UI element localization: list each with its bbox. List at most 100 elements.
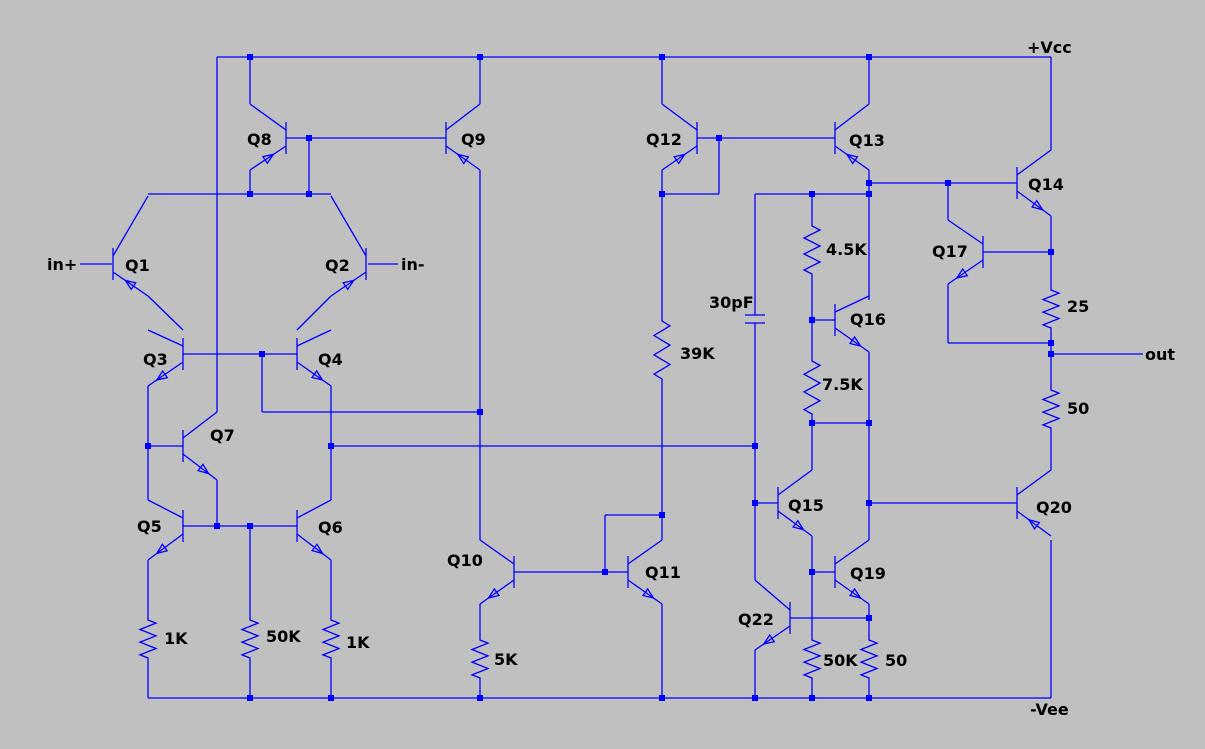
r-50-out — [1041, 384, 1061, 434]
junction-dot — [809, 695, 815, 701]
label-q11: Q11 — [645, 563, 681, 582]
label-in-minus: in- — [401, 255, 425, 274]
label-r-50k-left: 50K — [266, 627, 301, 646]
junction-dot — [809, 569, 815, 575]
q8-collector — [249, 103, 287, 131]
junction-dot — [247, 523, 253, 529]
junction-dot — [477, 695, 483, 701]
junction-dot — [809, 191, 815, 197]
junction-dot — [1048, 249, 1054, 255]
junction-dot — [602, 569, 608, 575]
q1-q3 — [147, 295, 184, 331]
junction-dot — [328, 443, 334, 449]
r-50k-right — [802, 634, 822, 684]
label-q5: Q5 — [137, 517, 162, 536]
q6-emitter — [296, 533, 332, 561]
junction-dot — [214, 523, 220, 529]
q8-emitter — [249, 145, 287, 171]
label-q6: Q6 — [318, 518, 343, 537]
r-39k — [652, 315, 672, 385]
junction-dot — [866, 500, 872, 506]
r-50k-left — [240, 614, 260, 664]
junction-dot — [659, 695, 665, 701]
r-4-5k — [802, 220, 822, 280]
junction-dot — [945, 180, 951, 186]
q9-arrow — [456, 153, 470, 165]
q2-collector — [330, 195, 367, 257]
q15-arrow — [791, 519, 805, 531]
junction-dot — [259, 351, 265, 357]
junction-dots — [145, 54, 1054, 701]
q12-collector — [661, 103, 698, 131]
label-q14: Q14 — [1028, 175, 1064, 194]
label-r-50: 50 — [885, 651, 907, 670]
q9-collector — [445, 103, 481, 131]
q13-collector — [834, 103, 870, 131]
junction-dot — [247, 54, 253, 60]
junction-dot — [477, 54, 483, 60]
q6-collector — [296, 499, 332, 519]
label-r-25: 25 — [1067, 297, 1089, 316]
junction-dot — [866, 191, 872, 197]
q22-collector — [754, 579, 791, 611]
q7-emitter — [182, 453, 218, 481]
component-labels: +Vcc -Vee in+ in- out Q1 Q2 Q3 Q4 Q5 Q6 … — [47, 38, 1175, 719]
junction-dot — [809, 420, 815, 426]
label-q15: Q15 — [788, 496, 824, 515]
q6-arrow — [311, 543, 324, 555]
q13-arrow — [845, 153, 859, 165]
q10-collector — [479, 539, 515, 565]
r-1k-left — [138, 614, 158, 664]
label-q13: Q13 — [849, 131, 885, 150]
q16-collector — [834, 295, 870, 313]
q14-arrow — [1030, 199, 1044, 211]
q3-collector — [147, 329, 184, 347]
q17-arrow — [955, 267, 969, 279]
q5-emitter — [147, 533, 184, 561]
q15-collector — [777, 469, 813, 496]
junction-dot — [477, 409, 483, 415]
junction-dot — [659, 512, 665, 518]
q3-arrow — [155, 369, 169, 381]
label-q1: Q1 — [125, 256, 150, 275]
label-out: out — [1145, 345, 1175, 364]
q5-collector — [147, 499, 184, 519]
label-q4: Q4 — [318, 350, 343, 369]
label-q2: Q2 — [325, 256, 350, 275]
label-r-1k-left: 1K — [164, 629, 188, 648]
label-in-plus: in+ — [47, 255, 77, 274]
q16-arrow — [848, 335, 862, 348]
label-q20: Q20 — [1036, 498, 1072, 517]
label-q17: Q17 — [932, 242, 968, 261]
junction-dot — [1048, 340, 1054, 346]
label-q10: Q10 — [447, 551, 483, 570]
junction-dot — [866, 54, 872, 60]
label-q8: Q8 — [247, 130, 272, 149]
label-r-39k: 39K — [680, 344, 715, 363]
label-q19: Q19 — [850, 564, 886, 583]
q19-arrow — [848, 587, 862, 600]
junction-dot — [247, 191, 253, 197]
junction-dot — [1048, 351, 1054, 357]
junction-dot — [328, 695, 334, 701]
r-1k-right — [321, 614, 341, 664]
q9-emitter — [445, 145, 481, 171]
q12-emitter — [661, 145, 698, 171]
label-vcc: +Vcc — [1027, 38, 1072, 57]
q22-arrow — [762, 633, 776, 645]
junction-dot — [659, 54, 665, 60]
q14-collector — [1016, 149, 1052, 176]
q4-collector — [296, 329, 332, 347]
junction-dot — [809, 317, 815, 323]
junction-dot — [145, 443, 151, 449]
junction-dot — [716, 135, 722, 141]
q10-arrow — [487, 587, 501, 600]
label-r-1k-right: 1K — [346, 633, 370, 652]
q1-collector — [112, 195, 149, 257]
r-7-5k — [802, 355, 822, 420]
q11-collector — [627, 539, 663, 565]
label-r-50-out: 50 — [1067, 399, 1089, 418]
r-50 — [859, 634, 879, 684]
q11-arrow — [641, 587, 655, 600]
